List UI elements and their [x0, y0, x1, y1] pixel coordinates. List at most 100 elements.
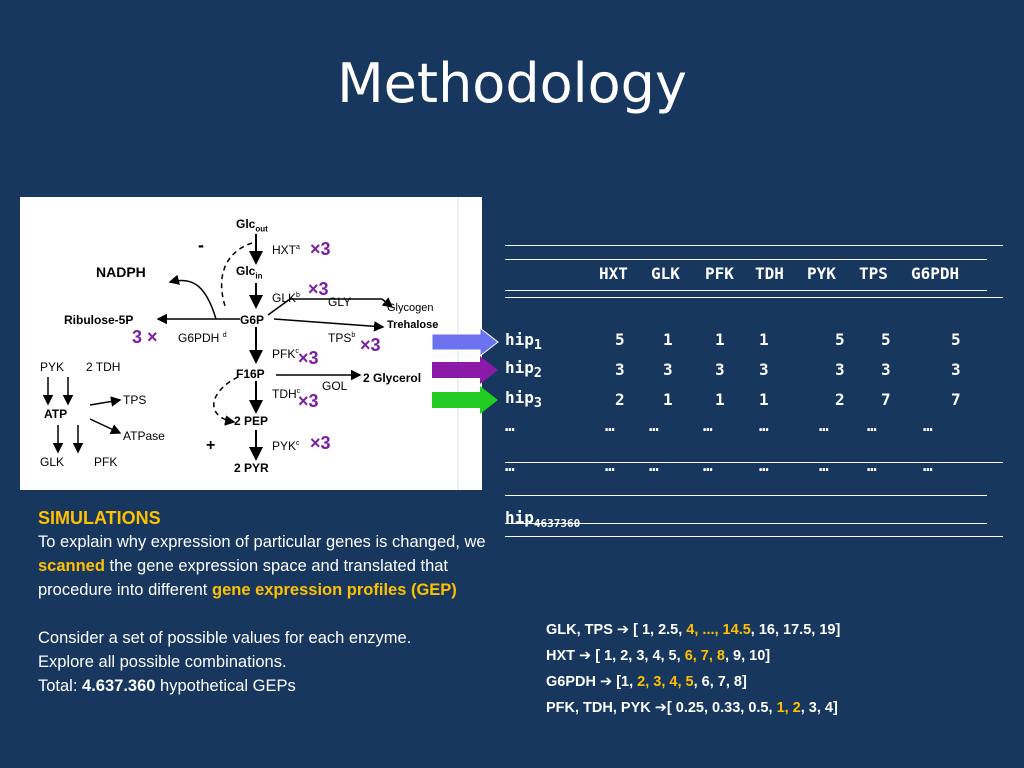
- blue-arrow: [432, 326, 499, 358]
- tps-label: TPSb: [328, 331, 356, 345]
- hxt-label: HXTa: [272, 243, 300, 257]
- range-hxt: HXT ➔ [ 1, 2, 3, 4, 5, 6, 7, 8, 9, 10]: [546, 648, 771, 664]
- cell: 3: [663, 360, 673, 379]
- col-g6pdh: G6PDH: [911, 264, 960, 283]
- ellipsis: …: [819, 456, 829, 475]
- pfk-label: PFKc: [272, 347, 299, 361]
- ellipsis: …: [703, 456, 713, 475]
- hxt-fold-label: ×3: [310, 239, 331, 259]
- cell: 5: [881, 330, 891, 349]
- metabolic-pathway-diagram: Glcout - HXTa ×3 NADPH Glcin ×3 GLKb GLY…: [20, 197, 482, 490]
- cell: 5: [835, 330, 845, 349]
- cell: 1: [759, 330, 769, 349]
- cell: 3: [835, 360, 845, 379]
- col-hxt: HXT: [599, 264, 628, 283]
- ellipsis: …: [605, 416, 615, 435]
- col-pyk: PYK: [807, 264, 836, 283]
- tps-fold-label: ×3: [360, 335, 381, 355]
- glycogen-label: Glycogen: [387, 302, 434, 314]
- glc-out-label: Glcout: [236, 217, 268, 234]
- tdh-label: TDHc: [272, 387, 301, 401]
- cell: 5: [615, 330, 625, 349]
- gol-label: GOL: [322, 379, 348, 393]
- cell: 3: [951, 360, 961, 379]
- col-tdh: TDH: [755, 264, 784, 283]
- glc-in-label: Glcin: [236, 264, 263, 281]
- ellipsis: …: [505, 416, 515, 435]
- gep-table: HXT GLK PFK TDH PYK TPS G6PDH hip1 5 1 1…: [505, 240, 1005, 540]
- two-pep-label: 2 PEP: [234, 414, 269, 428]
- ellipsis: …: [703, 416, 713, 435]
- glk-label: GLKb: [272, 291, 300, 305]
- green-arrow: [432, 386, 498, 414]
- cell: 1: [663, 390, 673, 409]
- inhibition-minus: -: [198, 235, 204, 255]
- ellipsis: …: [605, 456, 615, 475]
- ellipsis: …: [923, 416, 933, 435]
- ellipsis: …: [649, 456, 659, 475]
- ellipsis: …: [759, 416, 769, 435]
- value-ranges: GLK, TPS ➔ [ 1, 2.5, 4, ..., 14.5, 16, 1…: [546, 617, 840, 721]
- purple-arrow: [432, 356, 498, 384]
- cell: 3: [759, 360, 769, 379]
- row-label-hip3: hip3: [505, 388, 542, 412]
- cell: 7: [951, 390, 961, 409]
- two-pyr-label: 2 PYR: [234, 461, 269, 475]
- cell: 2: [835, 390, 845, 409]
- col-glk: GLK: [651, 264, 680, 283]
- ellipsis: …: [867, 456, 877, 475]
- simulations-paragraph-1: To explain why expression of particular …: [38, 533, 486, 599]
- cell: 2: [615, 390, 625, 409]
- cell: 1: [759, 390, 769, 409]
- cell: 1: [715, 390, 725, 409]
- cell: 3: [715, 360, 725, 379]
- atp-label: ATP: [44, 407, 68, 421]
- two-tdh-label: 2 TDH: [86, 360, 121, 374]
- trehalose-label: Trehalose: [387, 319, 439, 331]
- ellipsis: …: [819, 416, 829, 435]
- slide-title: Methodology: [337, 52, 687, 115]
- row-label-hip1: hip1: [505, 330, 542, 354]
- ellipsis: …: [649, 416, 659, 435]
- pyk-label: PYKc: [272, 439, 300, 453]
- pathway-arrows: [42, 197, 459, 490]
- pfk-fold-label: ×3: [298, 348, 319, 368]
- pfk-left-label: PFK: [94, 455, 118, 469]
- col-pfk: PFK: [705, 264, 734, 283]
- cell: 7: [881, 390, 891, 409]
- ellipsis: …: [867, 416, 877, 435]
- ellipsis: …: [759, 456, 769, 475]
- nadph-label: NADPH: [96, 264, 146, 280]
- range-pfk-tdh-pyk: PFK, TDH, PYK ➔[ 0.25, 0.33, 0.5, 1, 2, …: [546, 700, 838, 716]
- cell: 3: [881, 360, 891, 379]
- row-label-hip2: hip2: [505, 358, 542, 382]
- row-label-hip-last: hip4637360: [505, 508, 580, 530]
- ellipsis: …: [505, 456, 515, 475]
- pyk-left-label: PYK: [40, 360, 65, 374]
- gly-label: GLY: [328, 295, 352, 309]
- glk-fold-label: ×3: [308, 279, 329, 299]
- pyk-fold-label: ×3: [310, 433, 331, 453]
- tdh-fold-label: ×3: [298, 391, 319, 411]
- hypothesis-arrows: [432, 326, 499, 414]
- g6pdh-label: G6PDH d: [178, 331, 227, 345]
- ribulose-label: Ribulose-5P: [64, 313, 134, 327]
- range-glk-tps: GLK, TPS ➔ [ 1, 2.5, 4, ..., 14.5, 16, 1…: [546, 622, 841, 638]
- g6p-label: G6P: [240, 313, 265, 327]
- g6pdh-fold-label: 3 ×: [132, 327, 158, 347]
- simulations-heading: SIMULATIONS: [38, 508, 161, 528]
- two-glycerol-label: 2 Glycerol: [363, 371, 422, 385]
- activation-plus: +: [206, 437, 216, 454]
- tps-left-label: TPS: [123, 393, 147, 407]
- cell: 3: [615, 360, 625, 379]
- simulations-text: SIMULATIONS To explain why expression of…: [38, 506, 508, 698]
- atpase-label: ATPase: [123, 429, 165, 443]
- glk-left-label: GLK: [40, 455, 65, 469]
- cell: 1: [715, 330, 725, 349]
- f16p-label: F16P: [236, 367, 265, 381]
- simulations-paragraph-2: Consider a set of possible values for ea…: [38, 629, 412, 695]
- cell: 1: [663, 330, 673, 349]
- col-tps: TPS: [859, 264, 888, 283]
- cell: 5: [951, 330, 961, 349]
- range-g6pdh: G6PDH ➔ [1, 2, 3, 4, 5, 6, 7, 8]: [546, 674, 747, 690]
